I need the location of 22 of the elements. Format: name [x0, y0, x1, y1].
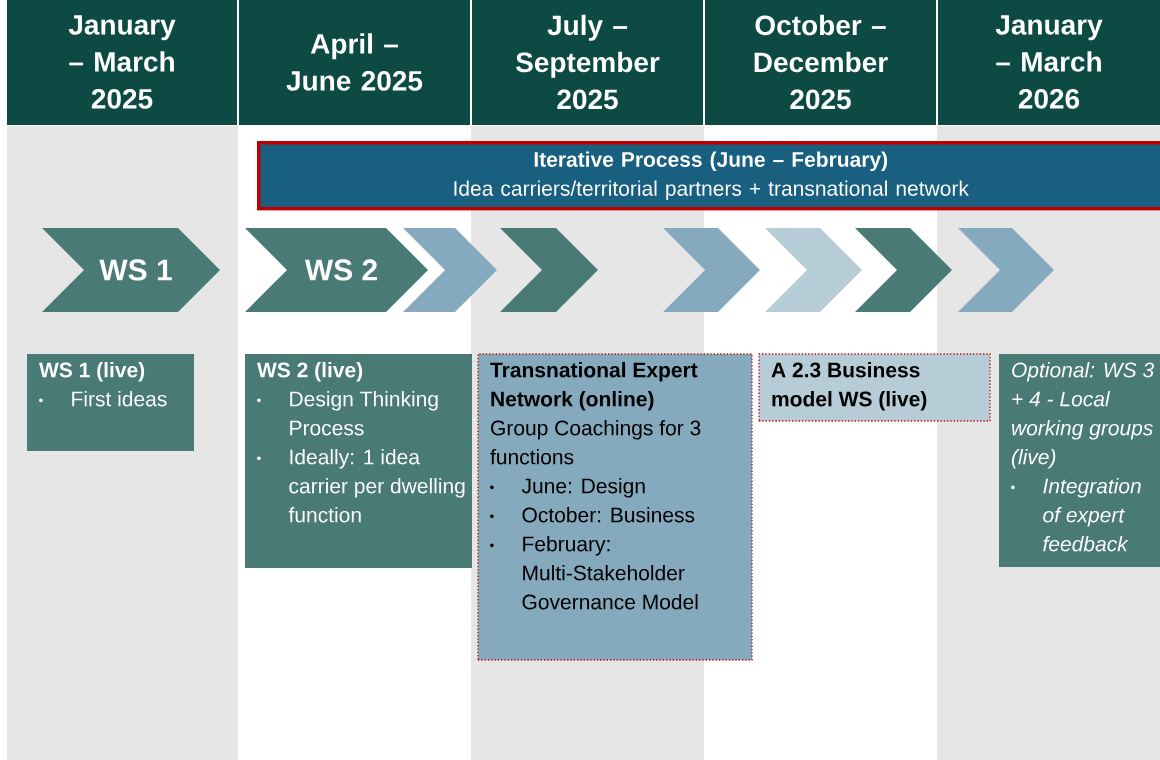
- header-cell: July – September 2025: [472, 0, 703, 125]
- step-shape: [500, 228, 598, 312]
- header-cell: January – March 2025: [7, 0, 237, 125]
- text-box: A 2.3 Business model WS (live): [758, 353, 991, 422]
- step-shape: [663, 228, 760, 312]
- node-label: January – March 2025: [68, 15, 176, 109]
- header-cell: October – December 2025: [705, 0, 936, 125]
- step-shape: [855, 228, 952, 312]
- step-shape: [403, 228, 497, 312]
- text-box: Transnational Expert Network (online) Group Coachings for 3 functions June: Design October: Business February: Multi-Stakeholder Governance Model: [477, 353, 753, 661]
- node-label: January – March 2026: [995, 15, 1103, 109]
- banner: Iterative Process (June – February) Idea carriers/territorial partners + transnational network: [257, 141, 1160, 211]
- node-label: April – June 2025: [286, 33, 423, 91]
- text-box: WS 1 (live) First ideas: [27, 354, 194, 451]
- text-box: WS 2 (live) Design Thinking Process Ideally: 1 idea carrier per dwelling function: [245, 354, 472, 568]
- step-shape: [765, 228, 862, 312]
- header-cell: April – June 2025: [239, 0, 470, 125]
- step-shape: [958, 228, 1054, 312]
- node-label: July – September 2025: [515, 14, 660, 110]
- node-label: October – December 2025: [754, 14, 888, 110]
- text-box: Optional: WS 3 + 4 - Local working groups (live) Integration of expert feedback: [999, 354, 1160, 567]
- header-cell: January – March 2026: [938, 0, 1160, 125]
